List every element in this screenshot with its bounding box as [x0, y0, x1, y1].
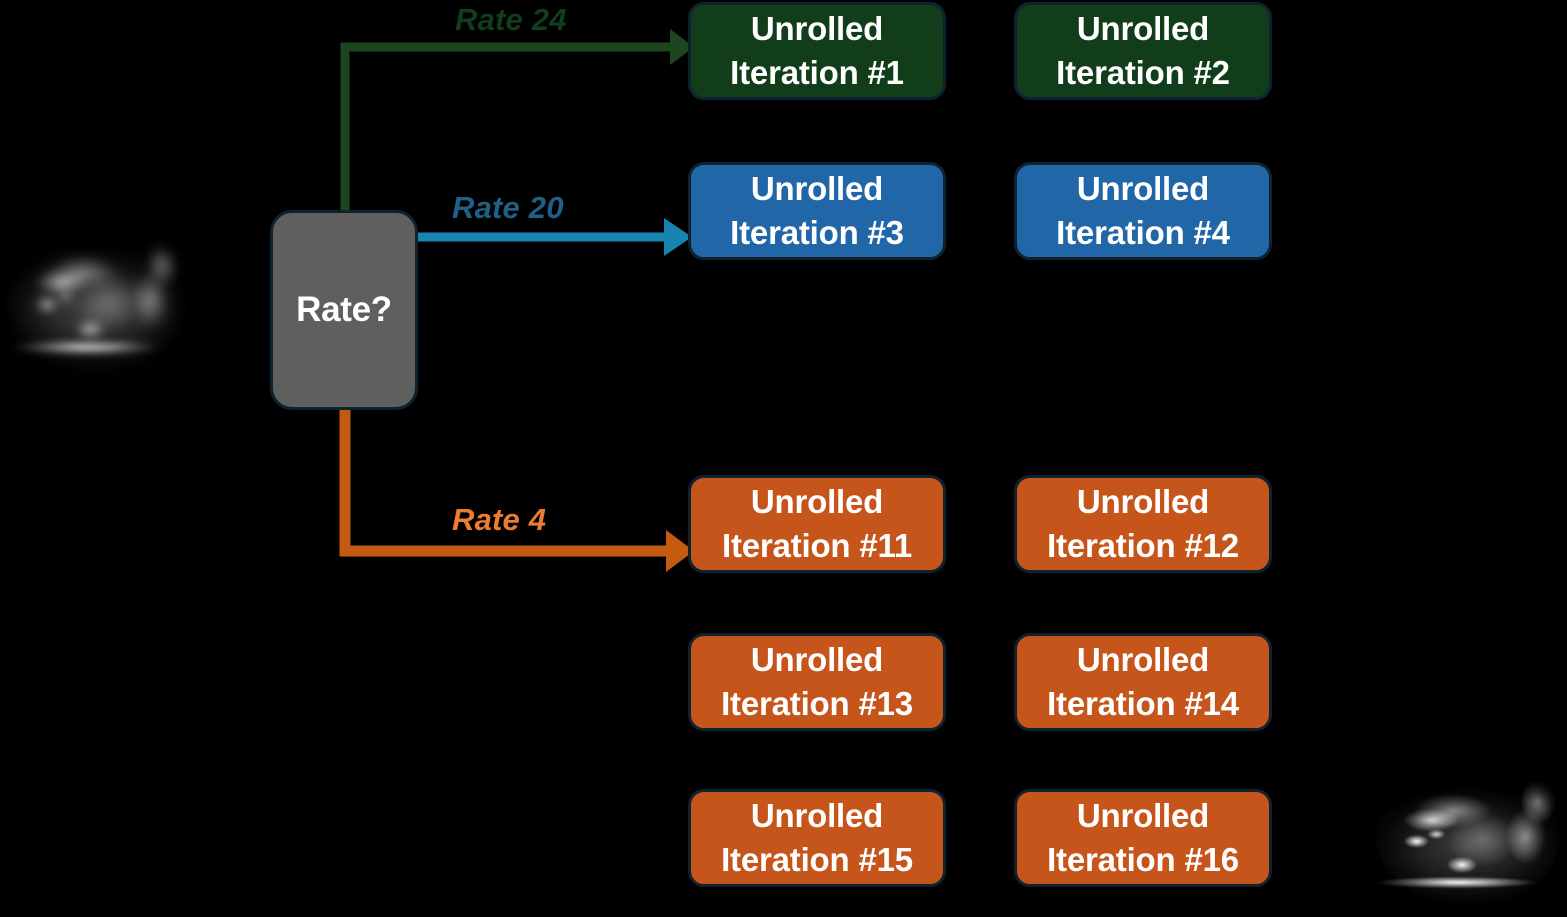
iteration-node-line2: Iteration #4 [1056, 214, 1230, 251]
iteration-node-line2: Iteration #13 [721, 685, 913, 722]
connector-rate-4 [339, 405, 694, 572]
iteration-node-line1: Unrolled [1076, 641, 1210, 679]
iteration-node-line2: Iteration #1 [730, 54, 904, 91]
iteration-node-line2: Iteration #14 [1047, 685, 1239, 722]
iteration-node-line1: Unrolled [750, 483, 884, 521]
connector-rate-24 [340, 29, 694, 215]
edge-label-rate-24: Rate 24 [455, 2, 567, 37]
decision-box-rate[interactable]: Rate? [270, 210, 418, 410]
iteration-node-line1: Unrolled [750, 170, 884, 208]
mri-vignette [1368, 772, 1567, 917]
decision-box-label: Rate? [296, 290, 392, 329]
iteration-node-line1: Unrolled [1076, 170, 1210, 208]
iteration-node-line2: Iteration #16 [1047, 841, 1239, 878]
iteration-node-line2: Iteration #11 [722, 527, 912, 564]
iteration-node-line2: Iteration #12 [1047, 527, 1239, 564]
iteration-node-line1: Unrolled [750, 10, 884, 48]
mri-input-image [0, 232, 191, 384]
mri-vignette [0, 232, 191, 384]
iteration-node-line2: Iteration #15 [721, 841, 913, 878]
iteration-node-line1: Unrolled [750, 797, 884, 835]
connector-rate-20 [418, 218, 692, 256]
iteration-node-line2: Iteration #2 [1056, 54, 1230, 91]
edge-label-rate-20: Rate 20 [452, 190, 564, 225]
iteration-node-line2: Iteration #3 [730, 214, 904, 251]
iteration-node-line1: Unrolled [750, 641, 884, 679]
iteration-node-line1: Unrolled [1076, 797, 1210, 835]
edge-label-rate-4: Rate 4 [452, 502, 547, 537]
mri-output-image [1368, 772, 1567, 917]
iteration-node-line1: Unrolled [1076, 10, 1210, 48]
iteration-node-line1: Unrolled [1076, 483, 1210, 521]
